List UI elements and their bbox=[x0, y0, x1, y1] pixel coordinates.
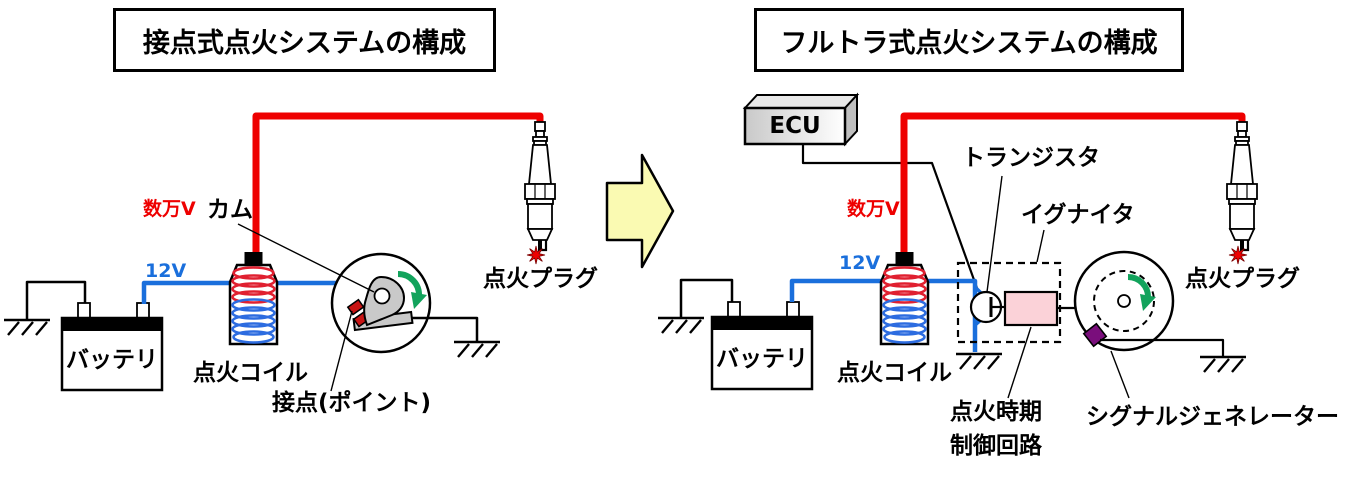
igniter-ground-icon bbox=[954, 352, 1004, 371]
igniter-dashed-box bbox=[956, 261, 1062, 344]
igniter-label: イグナイタ bbox=[1021, 202, 1135, 228]
signal-generator-ground-wire bbox=[1100, 338, 1248, 374]
left-distributor-ground-wire bbox=[411, 316, 502, 359]
ecu-signal-wire bbox=[801, 144, 980, 292]
left-distributor-icon bbox=[330, 252, 432, 354]
left-spark-plug-label: 点火プラグ bbox=[483, 266, 598, 292]
right-diagram-title: フルトラ式点火システムの構成 bbox=[754, 8, 1184, 72]
left-battery-ground-icon bbox=[2, 280, 87, 337]
left-spark-plug-icon bbox=[525, 122, 555, 264]
right-battery-label: バッテリ bbox=[716, 346, 808, 372]
right-spark-plug-icon bbox=[1227, 122, 1257, 264]
signal-generator-label: シグナルジェネレーター bbox=[1086, 404, 1339, 430]
flow-arrow-icon bbox=[605, 153, 675, 269]
transistor-symbol-icon bbox=[969, 290, 1005, 324]
left-ignition-coil-label: 点火コイル bbox=[193, 360, 308, 386]
signal-generator-icon bbox=[1073, 250, 1175, 352]
right-ignition-coil-label: 点火コイル bbox=[837, 360, 952, 386]
ecu-box-icon bbox=[742, 92, 860, 147]
right-high-voltage-label: 数万V bbox=[847, 198, 900, 220]
contact-points-pointer-line bbox=[330, 310, 353, 392]
cam-label: カム bbox=[207, 197, 253, 223]
rotation-arrow-icon bbox=[397, 270, 427, 309]
left-battery-label: バッテリ bbox=[66, 347, 158, 373]
contact-points-label: 接点(ポイント) bbox=[272, 390, 432, 416]
right-spark-plug-label: 点火プラグ bbox=[1185, 266, 1300, 292]
transistor-pointer-line bbox=[986, 175, 1003, 293]
timing-circuit-pointer-line bbox=[1007, 326, 1032, 399]
timing-circuit-box bbox=[1003, 290, 1059, 327]
left-high-voltage-wire bbox=[252, 112, 544, 252]
timing-circuit-label-line2: 制御回路 bbox=[950, 433, 1042, 459]
cam-pointer-line bbox=[237, 223, 375, 293]
left-low-voltage-label: 12V bbox=[145, 260, 187, 282]
cam-icon bbox=[363, 275, 406, 327]
right-low-voltage-label: 12V bbox=[839, 252, 881, 274]
timing-circuit-label-line1: 点火時期 bbox=[950, 399, 1042, 425]
ecu-label: ECU bbox=[769, 113, 821, 139]
signal-generator-pointer-line bbox=[1110, 350, 1130, 399]
right-high-voltage-wire bbox=[900, 112, 1246, 252]
igniter-pointer-line bbox=[1036, 229, 1045, 263]
right-battery-ground-icon bbox=[656, 278, 734, 335]
transistor-label: トランジスタ bbox=[962, 145, 1100, 171]
left-diagram-title: 接点式点火システムの構成 bbox=[113, 8, 496, 72]
rotation-arrow-icon bbox=[1127, 273, 1156, 311]
left-high-voltage-label: 数万V bbox=[143, 198, 196, 220]
right-ignition-coil-icon bbox=[879, 250, 930, 346]
left-ignition-coil-icon bbox=[228, 250, 279, 346]
